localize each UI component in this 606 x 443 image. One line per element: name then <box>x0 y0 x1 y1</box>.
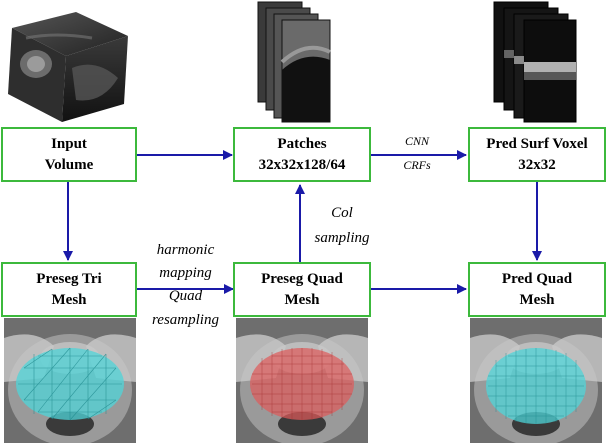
edge-label-resampling: resampling <box>152 312 219 328</box>
edge-label-mapping: mapping <box>159 265 212 281</box>
pred-surf-voxel-label-line2: 32x32 <box>518 156 556 173</box>
edge-label-cnn: CNN <box>404 134 429 148</box>
pred-surf-voxel-node: Pred Surf Voxel 32x32 <box>468 127 606 182</box>
preseg-quad-mesh-label-line2: Mesh <box>284 291 320 308</box>
input-volume-node: Input Volume <box>1 127 137 182</box>
pred-quad-mesh-node: Pred Quad Mesh <box>468 262 606 317</box>
pred-quad-mesh-label-line1: Pred Quad <box>501 270 573 287</box>
patches-node: Patches 32x32x128/64 <box>233 127 371 182</box>
edge-label-crfs: CRFs <box>403 158 431 172</box>
preseg-tri-mesh-label-line2: Mesh <box>51 291 87 308</box>
preseg-quad-mesh-node: Preseg Quad Mesh <box>233 262 371 317</box>
preseg-tri-mesh-label-line1: Preseg Tri <box>36 270 102 287</box>
input-volume-label-line1: Input <box>51 135 87 152</box>
preseg-tri-mesh-node: Preseg Tri Mesh <box>1 262 137 317</box>
preseg-quad-mesh-image <box>236 318 368 443</box>
edge-label-sampling: sampling <box>314 230 370 246</box>
edge-label-col: Col <box>331 205 353 221</box>
preseg-quad-mesh-label-line1: Preseg Quad <box>261 270 343 287</box>
edge-label-quad: Quad <box>168 288 203 304</box>
pred-quad-mesh-label-line2: Mesh <box>519 291 555 308</box>
pred-surf-voxel-label-line1: Pred Surf Voxel <box>486 135 588 152</box>
input-volume-image <box>6 8 130 126</box>
preseg-tri-mesh-image <box>4 318 136 443</box>
pred-quad-mesh-image <box>470 318 602 443</box>
patches-image <box>254 0 334 124</box>
edge-label-harmonic: harmonic <box>156 242 215 258</box>
input-volume-label-line2: Volume <box>44 156 94 173</box>
patches-label-line1: Patches <box>277 135 327 152</box>
patches-label-line2: 32x32x128/64 <box>258 156 346 173</box>
pred-surf-voxel-image <box>490 0 580 124</box>
